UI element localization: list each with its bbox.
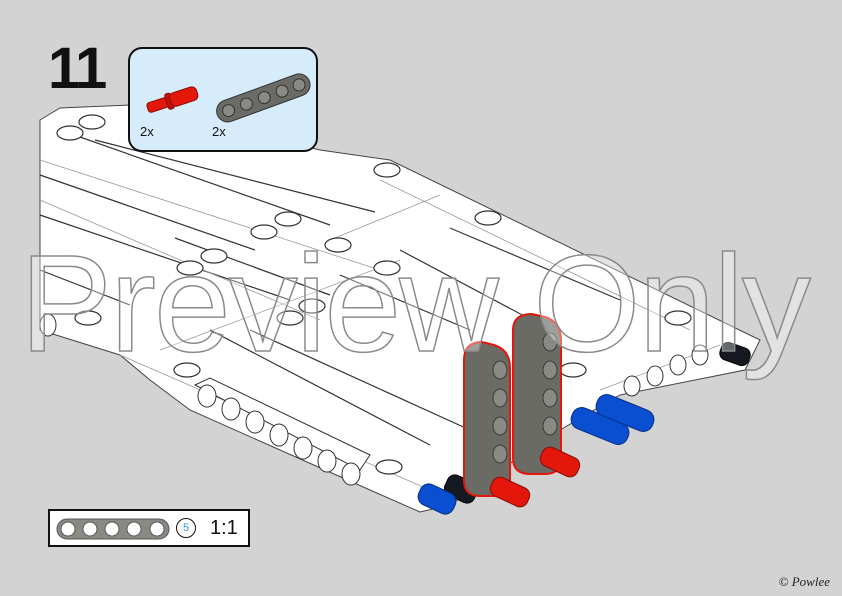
stud xyxy=(176,260,204,276)
copyright-text: © Powlee xyxy=(778,574,830,589)
scale-ratio: 1:1 xyxy=(210,517,238,539)
front-beam xyxy=(193,377,371,486)
gray-liftarm-icon xyxy=(216,73,311,123)
stud xyxy=(200,248,228,264)
stud xyxy=(298,298,326,314)
stud xyxy=(373,260,401,276)
liftarm-scale-icon xyxy=(56,518,170,540)
scale-reference: 5 1:1 xyxy=(48,509,250,547)
part-quantity: 2x xyxy=(140,124,154,139)
step-number: 11 xyxy=(48,36,107,101)
stud xyxy=(276,310,304,326)
stud xyxy=(250,224,278,240)
stud xyxy=(559,362,587,378)
stud xyxy=(78,114,106,130)
stud xyxy=(74,310,102,326)
stud xyxy=(375,459,403,475)
model-body xyxy=(39,104,761,513)
red-axle-pin xyxy=(489,446,581,508)
stud xyxy=(373,162,401,178)
part-length-badge: 5 xyxy=(176,518,196,538)
stud xyxy=(56,125,84,141)
parts-callout: 2x 2x xyxy=(128,47,318,152)
part-quantity: 2x xyxy=(212,124,226,139)
stud xyxy=(274,211,302,227)
stud xyxy=(173,362,201,378)
stud xyxy=(324,237,352,253)
blue-pin xyxy=(417,394,655,515)
stud xyxy=(474,210,502,226)
stud xyxy=(664,310,692,326)
red-axle-pin-icon xyxy=(146,86,199,113)
